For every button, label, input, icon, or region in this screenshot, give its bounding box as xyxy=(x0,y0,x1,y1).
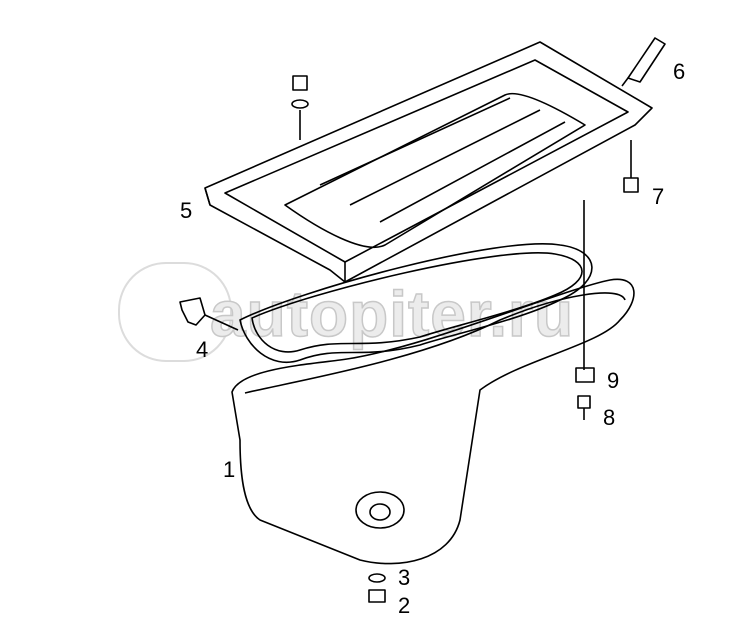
oil-pan xyxy=(231,278,635,565)
callout-6: 6 xyxy=(673,59,686,84)
callout-4: 4 xyxy=(196,337,209,362)
frame-bolt xyxy=(623,140,639,193)
lower-crankcase-frame xyxy=(204,41,653,283)
gasket-clip xyxy=(179,297,239,331)
sealant-tube xyxy=(621,37,666,87)
oil-pan-gasket xyxy=(239,243,593,363)
frame-bolt-top xyxy=(291,75,309,140)
pan-bolt xyxy=(577,395,591,420)
callout-5: 5 xyxy=(180,198,193,223)
callout-1: 1 xyxy=(223,457,236,482)
drain-plug xyxy=(368,589,386,603)
watermark-logo xyxy=(118,262,232,362)
spacer xyxy=(575,367,595,383)
callout-9: 9 xyxy=(607,368,620,393)
drain-washer xyxy=(368,573,386,583)
callout-2: 2 xyxy=(398,593,411,618)
callout-7: 7 xyxy=(652,184,665,209)
callout-3: 3 xyxy=(398,565,411,590)
callout-8: 8 xyxy=(603,405,616,430)
